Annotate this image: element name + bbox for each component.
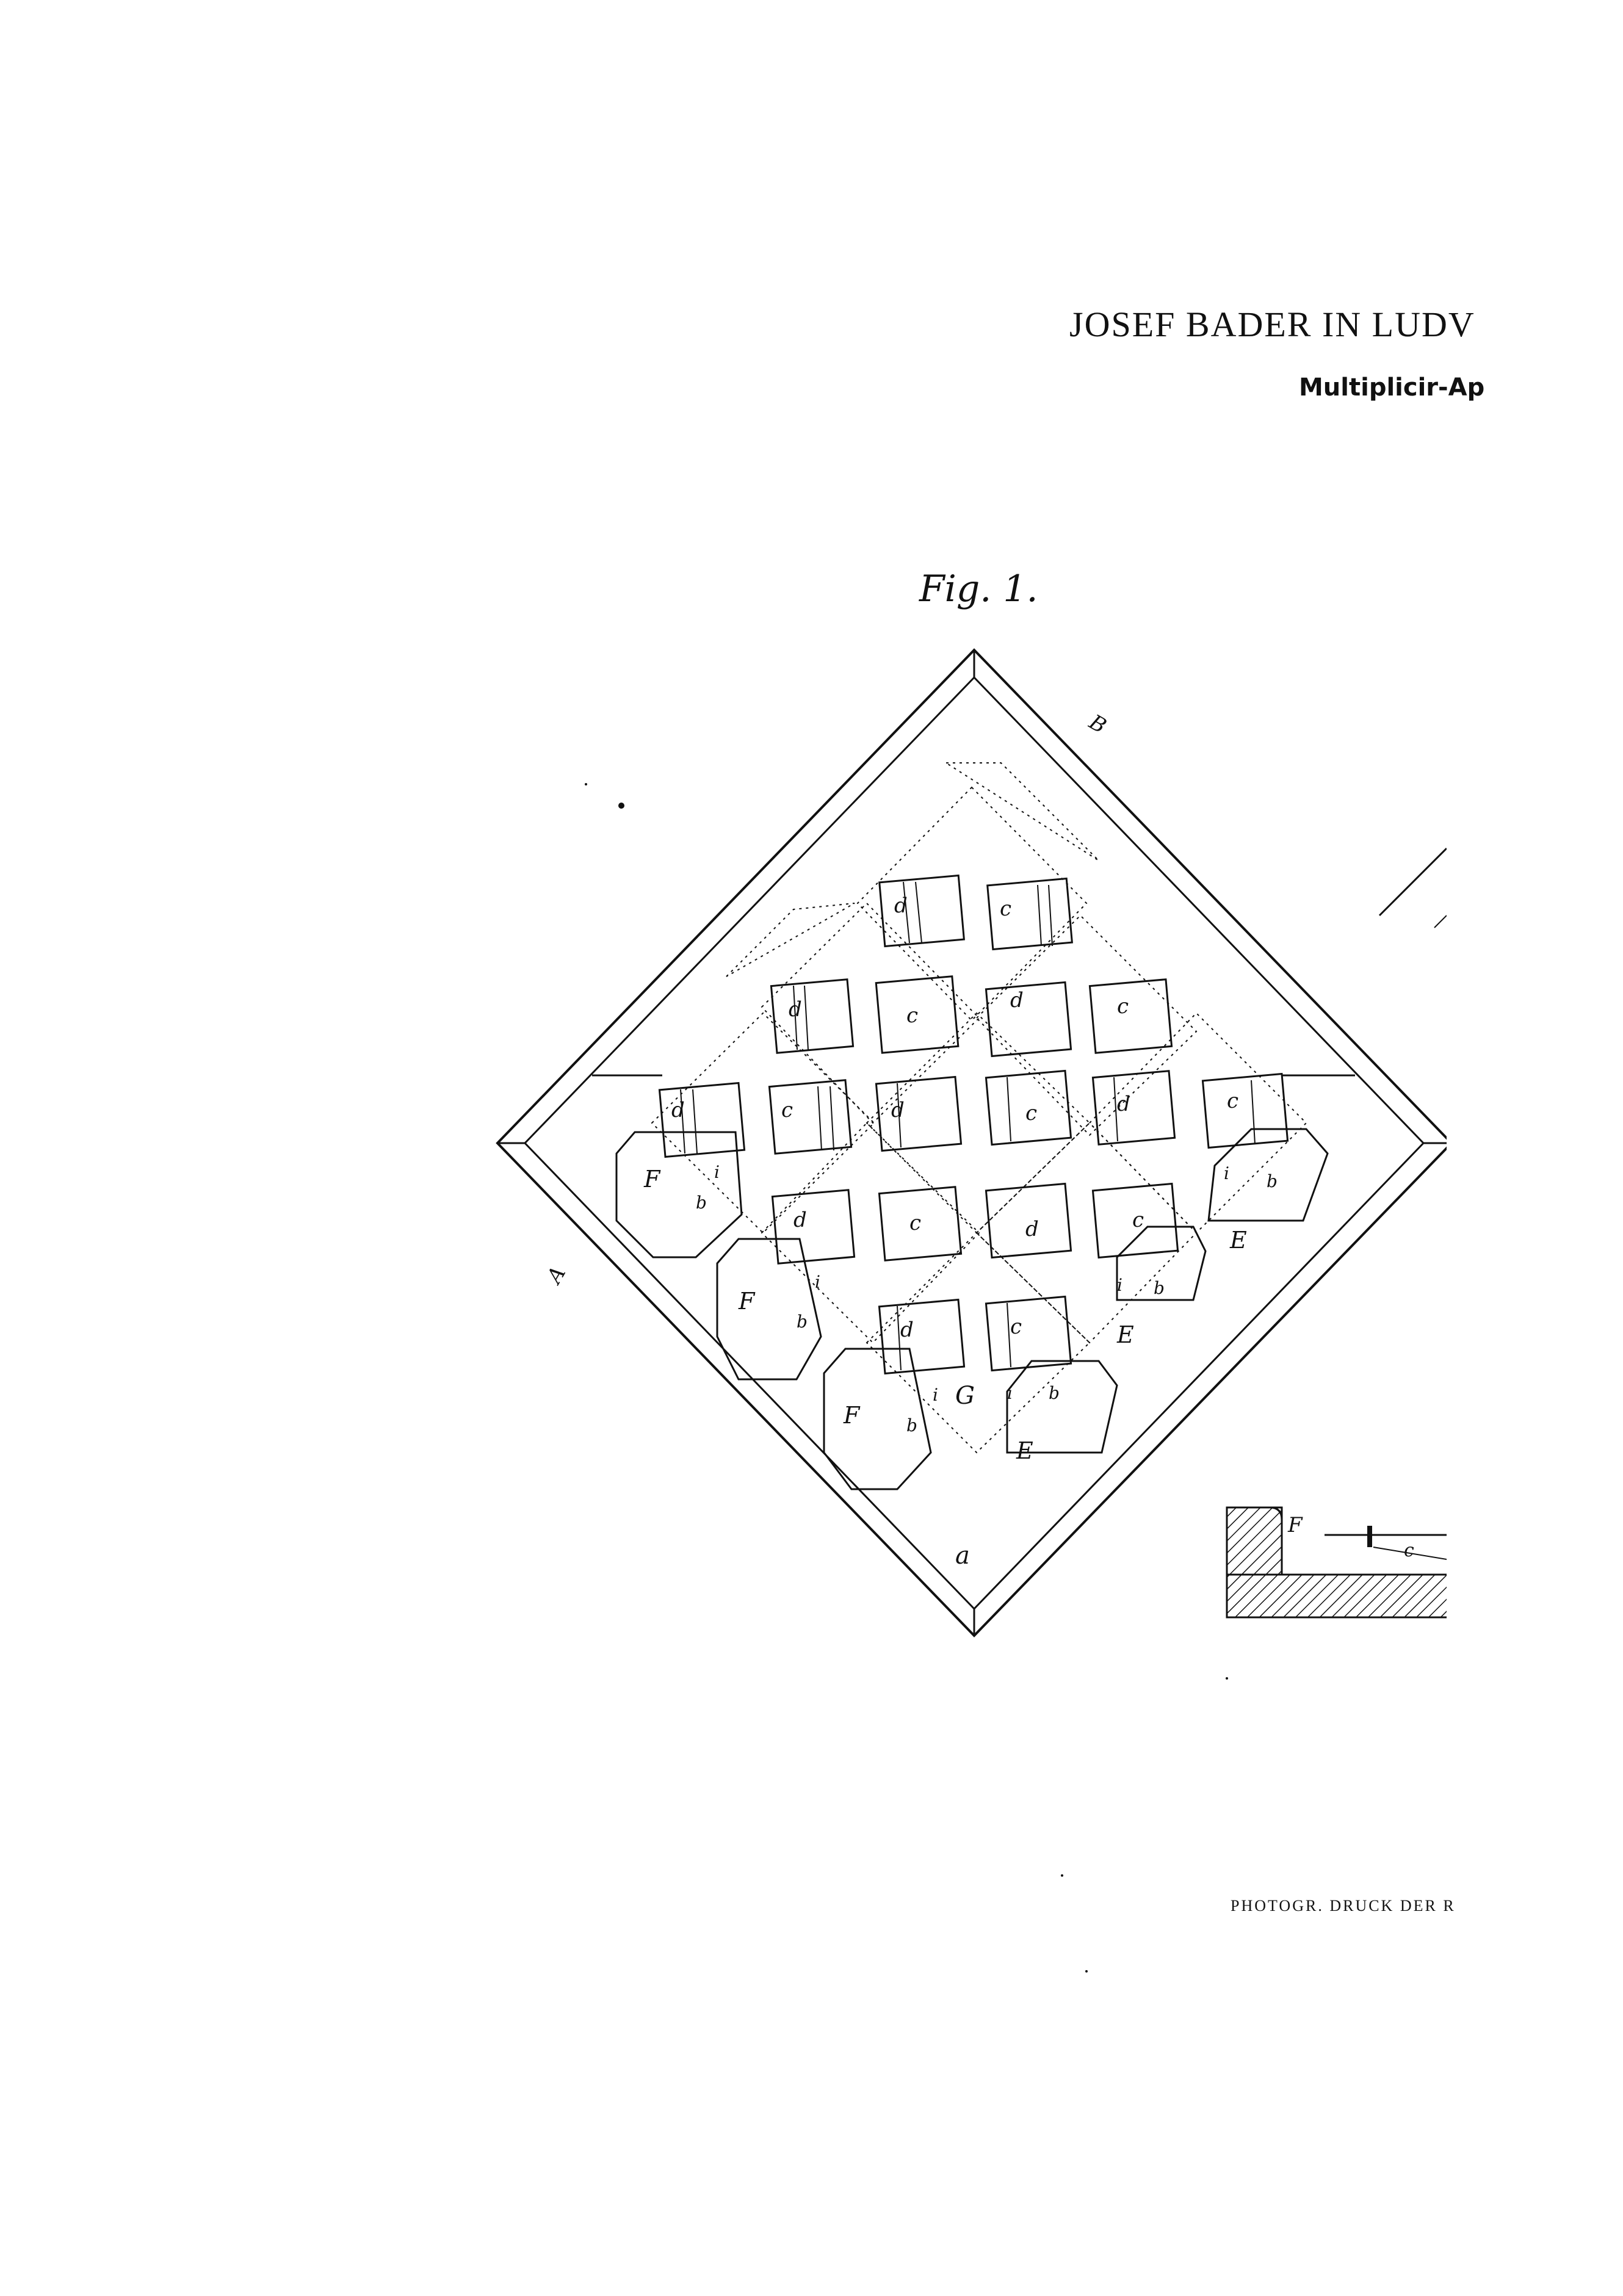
section-mark-b: B [1085, 710, 1111, 739]
key-letter-d4: d [671, 1098, 685, 1122]
section-detail [1226, 847, 1447, 1619]
bar-letter-6: b [1049, 1383, 1060, 1403]
key-letter-c4: c [781, 1098, 793, 1122]
plate-letter-f3: F [843, 1402, 861, 1429]
key-letter-c1: c [1000, 897, 1011, 921]
plate-letter-f2: F [738, 1288, 756, 1315]
key-letter-d8: d [1025, 1217, 1039, 1241]
bar-letter-1: b [696, 1193, 707, 1213]
key-letter-c2: c [906, 1003, 918, 1028]
key-letter-d9: d [900, 1318, 914, 1342]
key-bars [680, 881, 1256, 1371]
apparatus-outline [496, 648, 1447, 1637]
patent-subtitle: Multiplicir-Ap [1299, 374, 1485, 402]
key-letter-c5: c [1025, 1101, 1037, 1125]
plate-letter-e1: E [1229, 1227, 1247, 1254]
key-letter-c6: c [1227, 1089, 1238, 1113]
pin-letter-3: i [933, 1385, 938, 1405]
key-letter-d2: d [789, 997, 802, 1022]
frame-letter: a [955, 1542, 970, 1570]
key-letter-c9: c [1010, 1315, 1022, 1339]
key-letter-c7: c [909, 1211, 921, 1235]
key-letter-d1: d [894, 893, 908, 918]
plate-letter-e3: E [1016, 1437, 1033, 1464]
patent-title: JOSEF BADER IN LUDV [1069, 305, 1475, 344]
key-letter-d6: d [1117, 1092, 1130, 1116]
bar-letter-2: b [797, 1312, 808, 1332]
pin-letter-2: i [815, 1272, 820, 1292]
plate-letter-e2: E [1116, 1321, 1134, 1348]
pin-letter-5: i [1117, 1275, 1122, 1295]
specks [585, 783, 1228, 1973]
carrier-grid [651, 762, 1307, 1454]
plate-letter-g: G [955, 1382, 975, 1410]
key-letter-d3: d [1010, 988, 1024, 1013]
key-letter-c8: c [1132, 1208, 1144, 1232]
key-letter-d5: d [891, 1098, 905, 1122]
key-letter-d7: d [793, 1208, 807, 1232]
key-squares [658, 874, 1289, 1375]
pin-letter-6: i [1224, 1163, 1229, 1183]
figure-label: Fig. 1. [919, 568, 1038, 610]
pin-letter-1: i [714, 1162, 720, 1182]
print-credit: PHOTOGR. DRUCK DER R [1231, 1897, 1456, 1915]
bar-letter-4: b [1267, 1171, 1278, 1191]
detail-label-c: c [1404, 1540, 1414, 1561]
key-letter-c3: c [1117, 994, 1129, 1019]
plate-letter-f1: F [643, 1166, 661, 1193]
bar-letter-3: b [906, 1415, 917, 1435]
pin-letter-4: i [1007, 1383, 1013, 1403]
section-mark-a: A [541, 1262, 571, 1289]
bar-letter-5: b [1154, 1278, 1165, 1298]
detail-label-f: F [1287, 1513, 1303, 1537]
plates [615, 1128, 1329, 1490]
